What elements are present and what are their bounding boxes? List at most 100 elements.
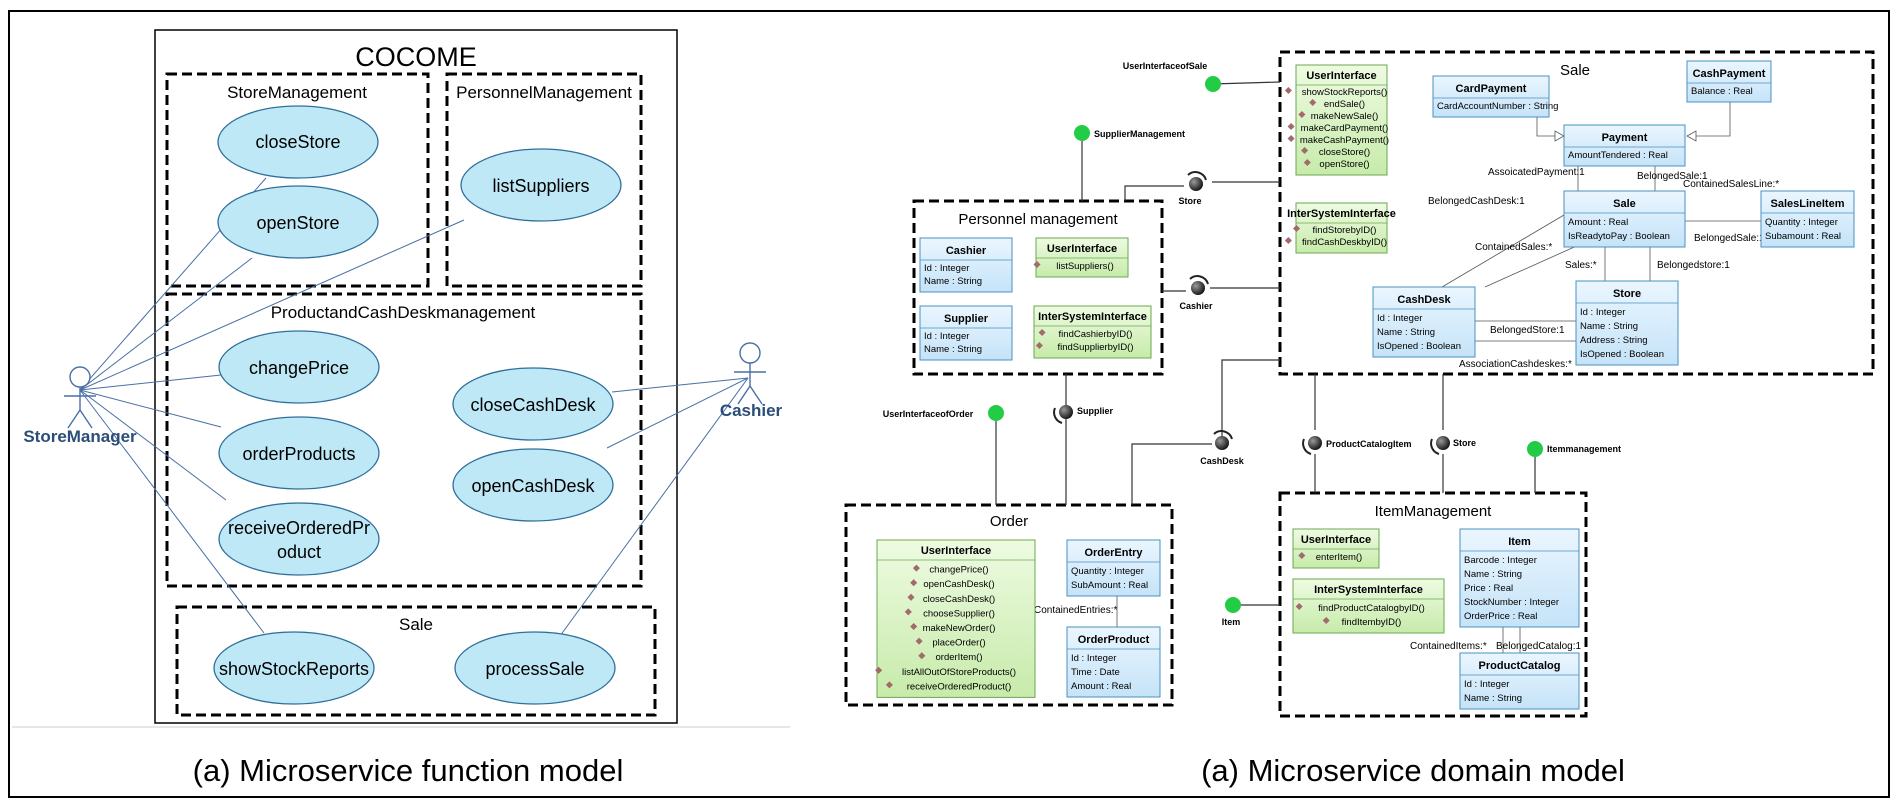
usecase-label: closeCashDesk xyxy=(470,395,596,415)
usecase-listsuppliers[interactable]: listSuppliers xyxy=(460,148,622,222)
usecase-changeprice[interactable]: changePrice xyxy=(218,330,380,404)
usecase-label: showStockReports xyxy=(219,659,369,679)
class-attribute: IsOpened : Boolean xyxy=(1580,349,1664,360)
class-operation: changePrice() xyxy=(929,565,988,576)
class-attribute: Name : String xyxy=(1464,693,1522,704)
usecase-showstockreports[interactable]: showStockReports xyxy=(213,631,375,705)
class-operation: endSale() xyxy=(1324,99,1365,110)
service-label-order: Order xyxy=(990,513,1028,530)
usecase-orderproducts[interactable]: orderProducts xyxy=(218,416,380,490)
function-model: COCOME StoreManagement PersonnelManageme… xyxy=(12,29,790,788)
class-attribute: Amount : Real xyxy=(1071,681,1131,692)
class-attribute: AmountTendered : Real xyxy=(1568,150,1668,161)
class-attribute: Price : Real xyxy=(1464,583,1513,594)
class-attribute: StockNumber : Integer xyxy=(1464,597,1559,608)
class-attribute: Id : Integer xyxy=(1464,679,1509,690)
socket-label: ProductCatalogItem xyxy=(1326,439,1412,449)
class-box xyxy=(919,305,1013,361)
package-productandcashdesk xyxy=(165,292,643,588)
class-title: CashDesk xyxy=(1397,294,1451,306)
package-personnelmanagement xyxy=(445,72,643,288)
generalization-arrows xyxy=(1554,130,1697,142)
class-item-intersysteminterface[interactable]: InterSystemInterfacefindProductCatalogby… xyxy=(1292,578,1445,634)
service-order xyxy=(844,503,1174,707)
class-box xyxy=(1575,280,1679,366)
usecase-closestore[interactable]: closeStore xyxy=(217,105,379,179)
operation-icon xyxy=(904,608,912,616)
service-label-personnel: Personnel management xyxy=(958,211,1118,228)
class-sale-intersysteminterface[interactable]: InterSystemInterface findStorebyID()findC… xyxy=(1284,202,1396,254)
operation-icon xyxy=(912,564,920,572)
class-box xyxy=(876,539,1036,698)
socket-label: Supplier xyxy=(1077,406,1114,416)
operation-icon xyxy=(918,652,926,660)
package-label-personnelmanagement: PersonnelManagement xyxy=(456,83,632,102)
assoc-label: ContainedEntries:* xyxy=(1034,605,1117,616)
class-title: CashPayment xyxy=(1693,68,1766,80)
system-title: COCOME xyxy=(355,42,477,72)
class-box xyxy=(1372,286,1476,358)
class-operation: findStorebyID() xyxy=(1313,225,1377,236)
operation-icon xyxy=(1284,86,1292,95)
class-box xyxy=(1686,60,1772,103)
usecase-processsale[interactable]: processSale xyxy=(454,631,616,705)
class-personnel-intersysteminterface[interactable]: InterSystemInterfacefindCashierbyID()fin… xyxy=(1033,305,1152,359)
class-operation: listSuppliers() xyxy=(1056,261,1114,272)
usecase-openstore[interactable]: openStore xyxy=(217,185,379,259)
actor-cashier xyxy=(734,342,766,405)
class-title: InterSystemInterface xyxy=(1038,311,1147,323)
lollipop-icon xyxy=(1225,597,1241,613)
interface-label: Itemmanagement xyxy=(1547,444,1621,454)
required-interfaces: Store Cashier Supplier CashDesk ProductC xyxy=(1053,171,1476,466)
assoc-label: BelongedSale:1 xyxy=(1637,171,1708,182)
class-title: InterSystemInterface xyxy=(1287,208,1396,220)
class-sale-userinterface[interactable]: UserInterfaceshowStockReports()endSale()… xyxy=(1284,64,1389,176)
usecase-label: changePrice xyxy=(249,358,349,378)
class-box xyxy=(1295,202,1388,254)
class-attribute: Quantity : Integer xyxy=(1071,566,1144,577)
class-operation: openCashDesk() xyxy=(923,579,994,590)
class-box xyxy=(1295,64,1388,176)
lollipop-icon xyxy=(1527,441,1543,457)
usecase-receiveorderedproduct[interactable]: receiveOrderedPr oduct xyxy=(218,502,380,576)
class-box xyxy=(1292,578,1445,634)
operation-icon xyxy=(910,579,918,587)
class-operation: receiveOrderedProduct() xyxy=(907,681,1012,692)
usecase-associations xyxy=(79,177,749,637)
class-box xyxy=(1292,528,1380,569)
operation-icon xyxy=(1284,236,1292,245)
class-title: CardPayment xyxy=(1456,83,1527,95)
package-sale xyxy=(175,605,657,717)
class-boxes: UserInterfaceshowStockReports()endSale()… xyxy=(875,60,1855,710)
class-attribute: Name : String xyxy=(1580,321,1638,332)
usecase-opencashdesk[interactable]: openCashDesk xyxy=(452,448,614,522)
class-attribute: OrderPrice : Real xyxy=(1464,611,1537,622)
class-operation: findCashDeskbyID() xyxy=(1302,237,1387,248)
interface-label: UserInterfaceofSale xyxy=(1123,61,1208,71)
usecase-label: orderProducts xyxy=(242,444,355,464)
class-order-userinterface[interactable]: UserInterfacechangePrice()openCashDesk()… xyxy=(875,539,1036,698)
class-attribute: Id : Integer xyxy=(1580,307,1625,318)
usecase-closecashdesk[interactable]: closeCashDesk xyxy=(452,367,614,441)
domain-model: Sale Personnel management Order ItemMana… xyxy=(844,50,1875,788)
usecase-label: openCashDesk xyxy=(471,476,595,496)
socket-label: CashDesk xyxy=(1200,456,1245,466)
class-attribute: Name : String xyxy=(1377,327,1435,338)
socket-productcatalogitem-icon: ProductCatalogItem xyxy=(1302,436,1412,455)
